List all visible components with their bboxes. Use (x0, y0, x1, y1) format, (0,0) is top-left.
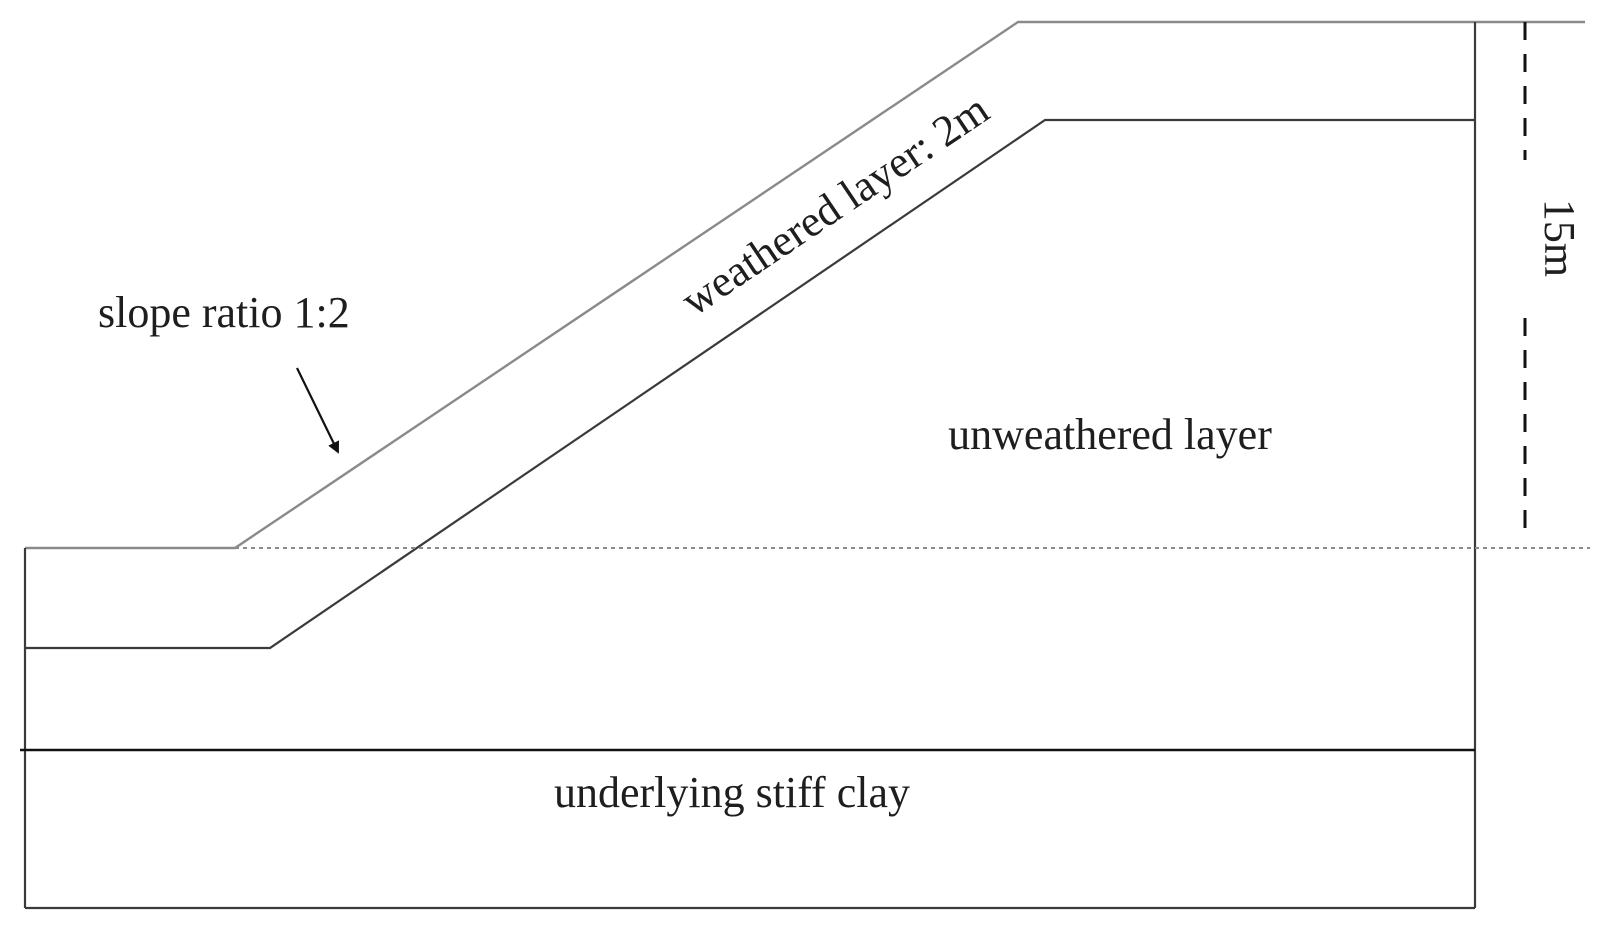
weathered-layer-bottom-line (25, 118, 1475, 650)
height-dimension-label: 15m (1535, 199, 1584, 277)
slope-ratio-arrow (296, 367, 340, 454)
stiff-clay-label: underlying stiff clay (554, 768, 910, 817)
unweathered-layer-label: unweathered layer (948, 410, 1272, 459)
ground-surface-line (25, 20, 1585, 550)
weathered-layer-label: weathered layer: 2m (672, 84, 997, 325)
slope-ratio-label: slope ratio 1:2 (98, 288, 350, 337)
